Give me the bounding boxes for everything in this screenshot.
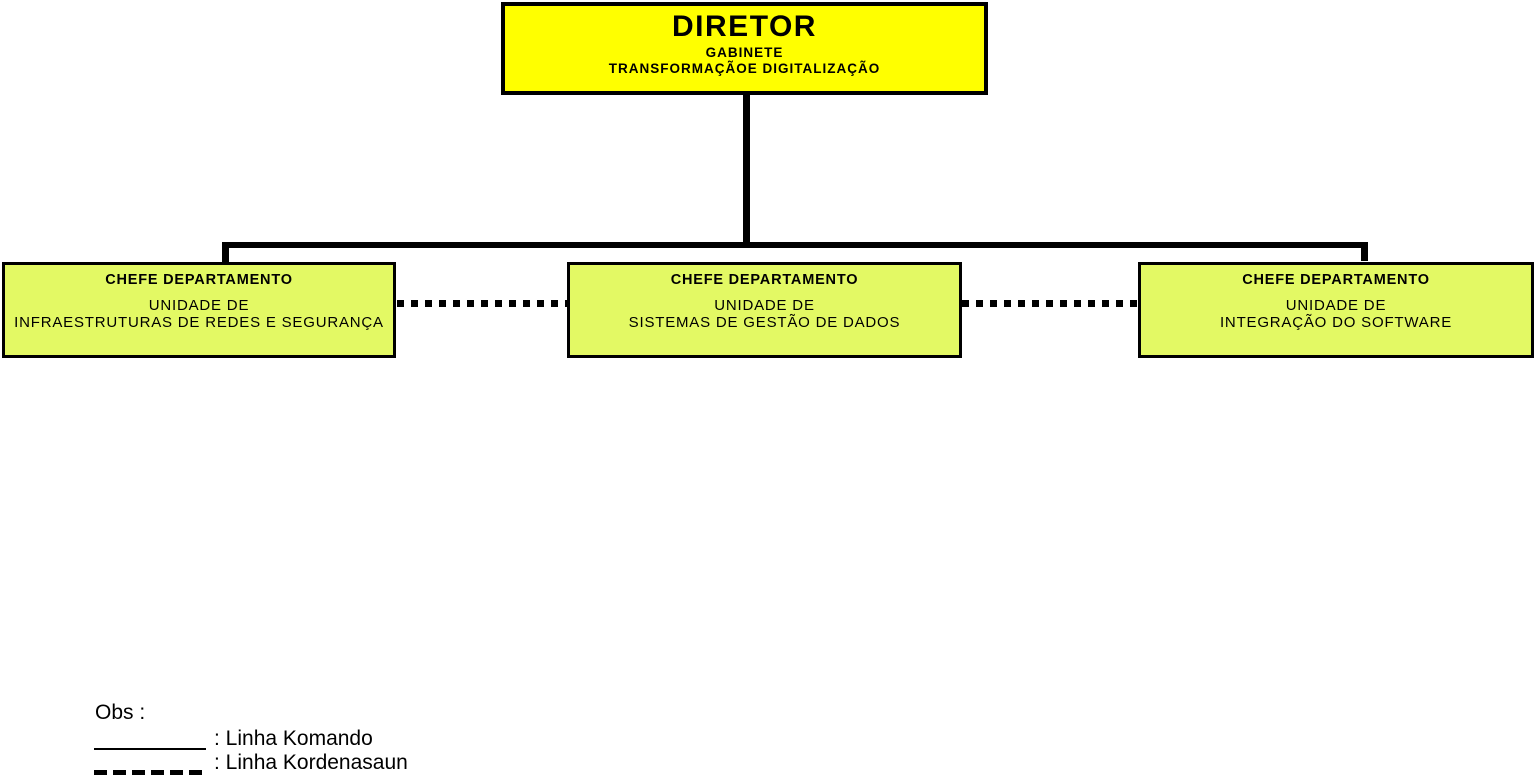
command-line-drop-left bbox=[222, 247, 229, 263]
command-line-drop-right bbox=[1361, 247, 1368, 261]
coordination-line-left bbox=[397, 300, 567, 307]
department-role: CHEFE DEPARTAMENTO bbox=[105, 272, 293, 288]
department-unit-line1: UNIDADE DE bbox=[148, 297, 250, 314]
department-role: CHEFE DEPARTAMENTO bbox=[670, 272, 859, 288]
department-box-data-management: CHEFE DEPARTAMENTO UNIDADE DE SISTEMAS D… bbox=[567, 262, 962, 358]
director-title: DIRETOR bbox=[672, 10, 817, 43]
command-line-horizontal bbox=[222, 242, 1368, 248]
director-box: DIRETOR GABINETE TRANSFORMAÇÃOE DIGITALI… bbox=[501, 2, 988, 95]
department-unit-line2: SISTEMAS DE GESTÃO DE DADOS bbox=[628, 313, 901, 331]
legend-solid-line-sample bbox=[94, 748, 206, 750]
legend-dashed-line-sample bbox=[94, 770, 204, 775]
department-unit-line1: UNIDADE DE bbox=[714, 297, 815, 314]
department-box-software-integration: CHEFE DEPARTAMENTO UNIDADE DE INTEGRAÇÃO… bbox=[1138, 262, 1534, 358]
legend-heading: Obs : bbox=[95, 701, 146, 724]
department-role: CHEFE DEPARTAMENTO bbox=[1242, 272, 1430, 288]
coordination-line-right bbox=[962, 300, 1138, 307]
legend-dashed-line-label: : Linha Kordenasaun bbox=[214, 751, 408, 774]
department-unit-line1: UNIDADE DE bbox=[1285, 297, 1387, 314]
command-line-trunk bbox=[743, 95, 750, 243]
director-subtitle-line1: GABINETE bbox=[705, 45, 784, 60]
department-box-infrastructure: CHEFE DEPARTAMENTO UNIDADE DE INFRAESTRU… bbox=[2, 262, 396, 358]
director-subtitle-line2: TRANSFORMAÇÃOE DIGITALIZAÇÃO bbox=[608, 61, 881, 76]
department-unit-line2: INTEGRAÇÃO DO SOFTWARE bbox=[1219, 313, 1453, 331]
legend-solid-line-label: : Linha Komando bbox=[214, 727, 373, 750]
department-unit-line2: INFRAESTRUTURAS DE REDES E SEGURANÇA bbox=[14, 313, 384, 331]
